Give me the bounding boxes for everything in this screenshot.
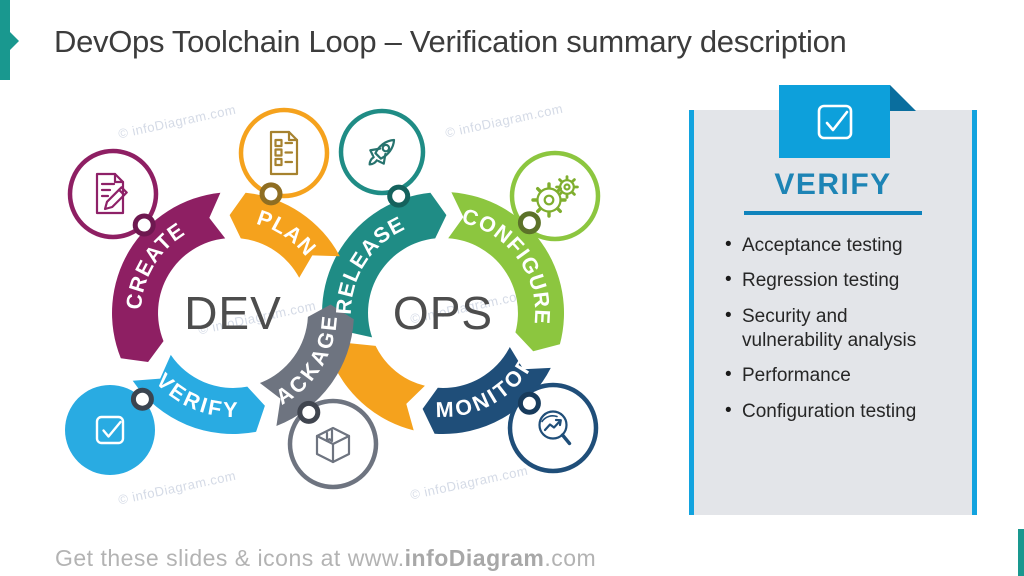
connector-dot-verify (130, 387, 154, 411)
icon-circle-plan[interactable] (238, 107, 330, 199)
checkbox-icon (95, 415, 125, 445)
bullet-item: Security and vulnerability analysis (725, 304, 952, 354)
icon-circle-release[interactable] (338, 108, 426, 196)
segment-package[interactable] (259, 304, 354, 427)
watermark: © infoDiagram.com (117, 102, 237, 142)
connector-dot-configure (517, 211, 541, 235)
segment-loopback[interactable] (334, 343, 425, 431)
watermark: © infoDiagram.com (117, 468, 237, 508)
verify-detail-panel: VERIFY Acceptance testingRegression test… (689, 110, 977, 515)
heading-underline (744, 211, 922, 215)
segment-configure[interactable] (448, 192, 565, 352)
segment-create[interactable] (112, 192, 226, 362)
bullet-item: Performance (725, 363, 952, 388)
watermark: © infoDiagram.com (444, 101, 564, 141)
connector-dot-release (387, 184, 411, 208)
dev-label: DEV (184, 287, 282, 339)
edit-document-icon (95, 172, 128, 215)
analytics-magnifier-icon (538, 410, 572, 446)
segment-verify[interactable] (132, 354, 265, 435)
checkbox-icon (817, 104, 852, 139)
gears-icon (531, 175, 579, 218)
bullet-item: Configuration testing (725, 399, 952, 424)
slide-accent-arrow (10, 32, 19, 50)
rocket-icon (368, 138, 396, 166)
watermark: © infoDiagram.com (409, 463, 529, 503)
slide-accent-bar-top-left (0, 0, 10, 80)
segment-plan[interactable] (229, 192, 340, 278)
segment-monitor[interactable] (422, 347, 551, 434)
footer-prefix: Get these slides & icons at www. (55, 545, 405, 571)
ops-label: OPS (393, 287, 493, 339)
footer-credit: Get these slides & icons at www.infoDiag… (55, 545, 596, 572)
connector-dot-monitor (517, 391, 541, 415)
connector-dot-package (297, 400, 321, 424)
icon-circle-create[interactable] (67, 148, 159, 240)
bullet-list: Acceptance testingRegression testingSecu… (694, 233, 972, 424)
icon-circle-verify[interactable] (65, 385, 155, 475)
connector-dot-plan (259, 182, 283, 206)
connector-dot-create (132, 213, 156, 237)
segment-release[interactable] (322, 192, 447, 353)
footer-brand[interactable]: infoDiagram (404, 545, 545, 571)
slide-accent-bar-bottom-right (1018, 529, 1024, 576)
package-box-icon (315, 426, 351, 464)
page-title: DevOps Toolchain Loop – Verification sum… (54, 24, 847, 59)
verify-tab (779, 85, 890, 158)
bullet-item: Regression testing (725, 268, 952, 293)
footer-suffix: .com (544, 545, 597, 571)
bullet-item: Acceptance testing (725, 233, 952, 258)
panel-heading: VERIFY (774, 168, 892, 201)
checklist-icon (269, 130, 299, 176)
